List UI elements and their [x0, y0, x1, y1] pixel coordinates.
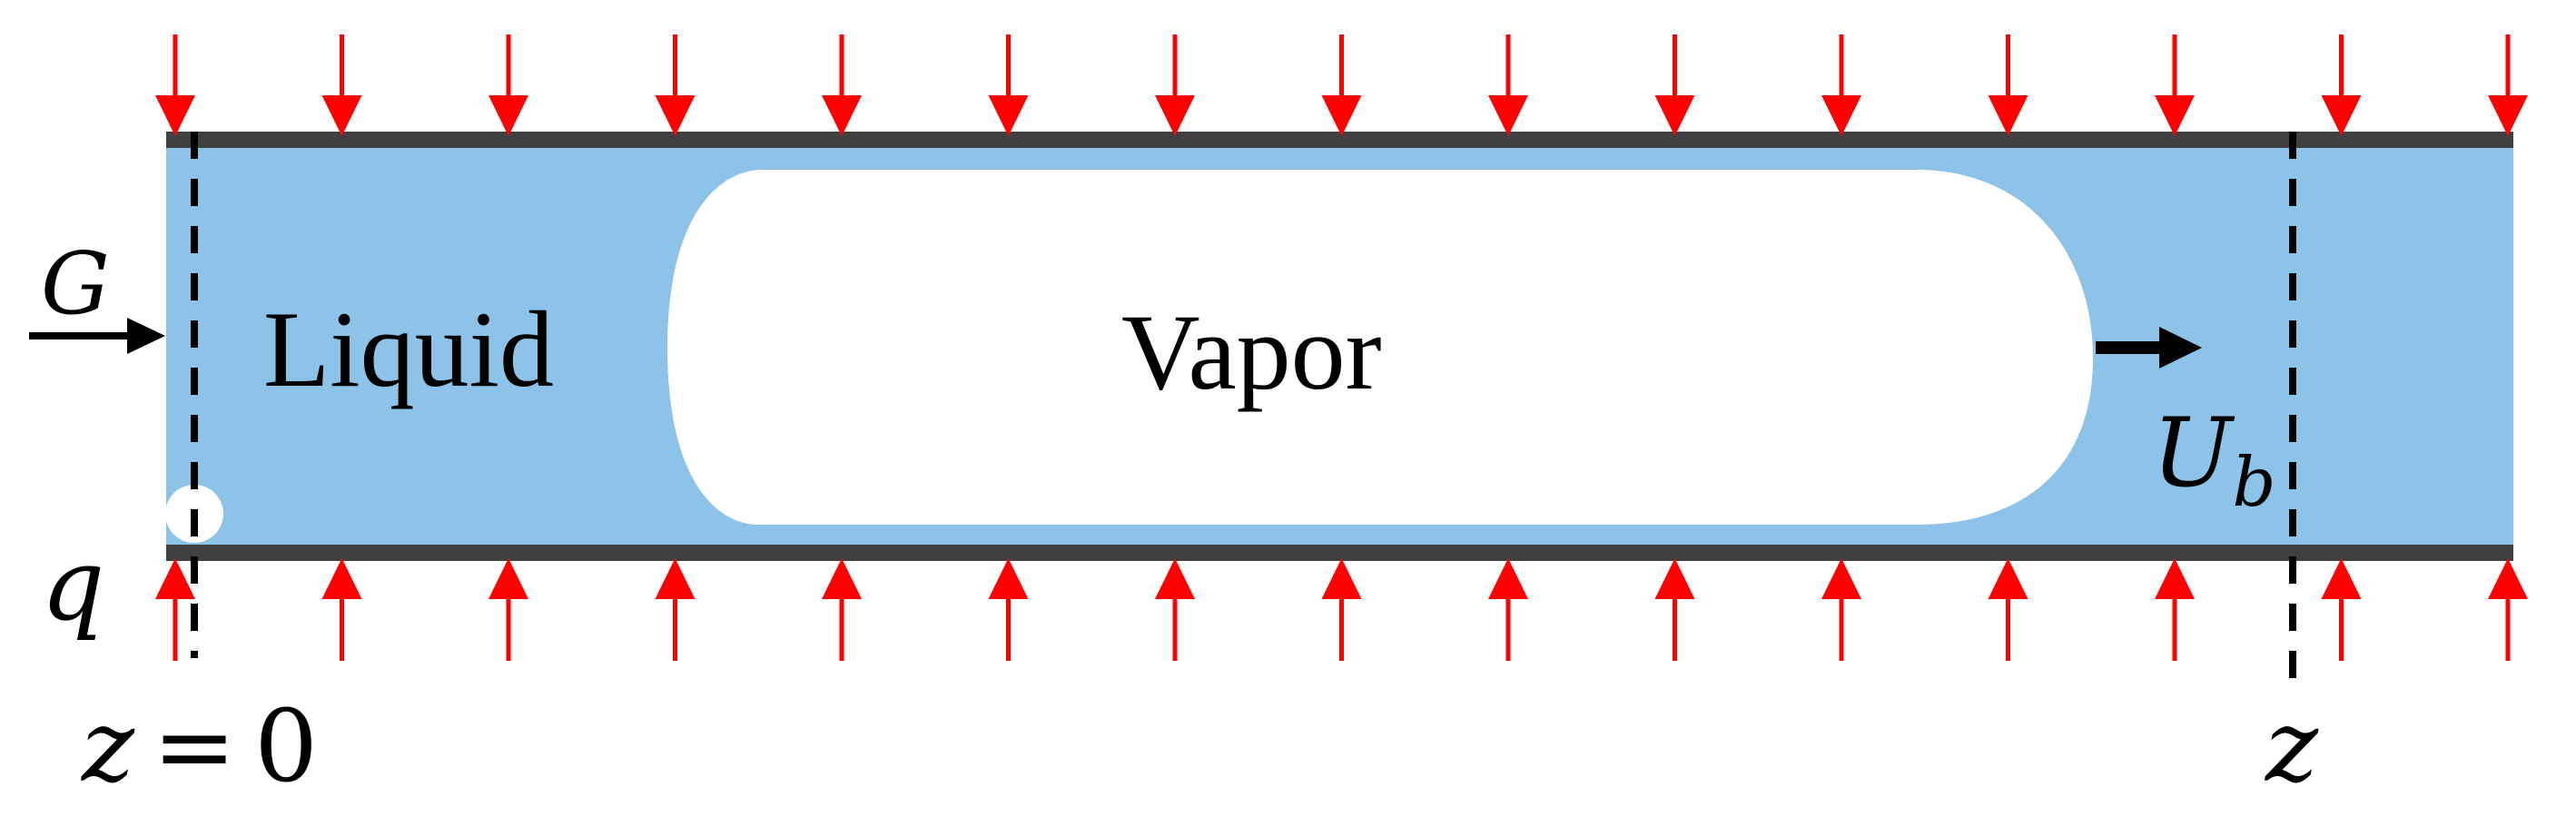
- heat-flux-label: q: [41, 526, 104, 643]
- heat-arrow-bottom-head: [489, 558, 528, 599]
- heat-arrow-top-head: [822, 95, 862, 136]
- heat-arrow-top-head: [1988, 95, 2028, 136]
- heat-arrow-bottom-head: [1988, 558, 2028, 599]
- origin-eq: =: [153, 688, 236, 804]
- bottom-wall: [166, 545, 2513, 561]
- heat-arrow-bottom-head: [1821, 558, 1861, 599]
- liquid-label: Liquid: [263, 289, 554, 409]
- heat-arrow-bottom-head: [2155, 558, 2195, 599]
- heat-arrow-top-head: [1654, 95, 1695, 136]
- heat-arrow-top-head: [2155, 95, 2195, 136]
- bubble-velocity-main: U: [2152, 398, 2235, 508]
- heat-arrow-bottom-head: [2321, 558, 2362, 599]
- heat-arrow-top-head: [489, 95, 528, 136]
- heat-arrows-top: [155, 34, 2528, 136]
- heat-arrow-bottom-head: [1321, 558, 1362, 599]
- heat-arrow-bottom-head: [988, 558, 1029, 599]
- heat-arrow-top-head: [1488, 95, 1528, 136]
- heat-arrow-top-head: [1321, 95, 1362, 136]
- mass-flux-arrow-head: [127, 318, 165, 354]
- heat-arrow-top-head: [655, 95, 696, 136]
- heat-arrow-top-head: [988, 95, 1029, 136]
- heat-arrow-bottom-head: [2488, 558, 2528, 599]
- heat-arrow-top-head: [1821, 95, 1861, 136]
- bubble-velocity-subscript: b: [2233, 442, 2276, 522]
- origin-var: z: [80, 688, 135, 804]
- bubble-velocity-label: Ub: [2152, 398, 2276, 522]
- heat-arrow-bottom-head: [321, 558, 362, 599]
- heat-arrow-bottom-head: [155, 558, 195, 599]
- heat-arrow-top-head: [2488, 95, 2528, 136]
- heat-arrow-top-head: [321, 95, 362, 136]
- heat-arrow-bottom-head: [1654, 558, 1695, 599]
- position-label: z: [2264, 688, 2319, 804]
- heat-arrow-bottom-head: [1488, 558, 1528, 599]
- heat-arrow-bottom-head: [1155, 558, 1195, 599]
- heat-arrow-bottom-head: [822, 558, 862, 599]
- vapor-label: Vapor: [1121, 291, 1382, 412]
- top-wall: [166, 132, 2513, 148]
- origin-val: 0: [254, 688, 318, 804]
- heat-arrows-bottom: [155, 558, 2528, 661]
- heat-arrow-top-head: [1155, 95, 1195, 136]
- origin-label: z=0: [80, 688, 318, 804]
- bubble-velocity-arrow-head: [2159, 327, 2202, 369]
- heat-arrow-bottom-head: [655, 558, 696, 599]
- heat-arrow-top-head: [155, 95, 195, 136]
- vapor-bubble: [667, 170, 2093, 525]
- mass-flux-label: G: [41, 234, 110, 334]
- heat-arrow-top-head: [2321, 95, 2362, 136]
